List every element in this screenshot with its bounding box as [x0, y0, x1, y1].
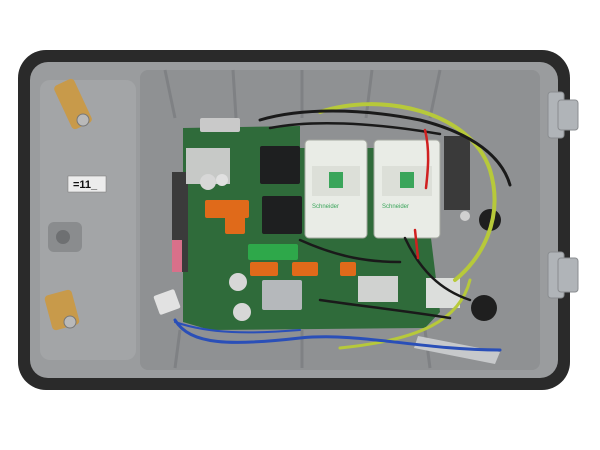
green-connector: [248, 244, 298, 260]
capacitor-4: [216, 174, 228, 186]
capacitor-3: [200, 174, 216, 190]
right-screw: [460, 211, 470, 221]
ferrite-2: [471, 295, 497, 321]
relay-2: [262, 196, 302, 234]
contactor-right: Schneider: [373, 139, 441, 239]
pink-connector: [172, 240, 182, 272]
hinge-bottom: [547, 251, 579, 299]
left-white-connector: [153, 289, 181, 315]
contactor-brand-1: Schneider: [312, 204, 339, 210]
relay-1: [260, 146, 300, 184]
bottom-bracket: [44, 289, 80, 331]
left-panel: [40, 80, 136, 360]
right-terminal-block: [444, 136, 470, 210]
orange-terminals: [205, 200, 356, 276]
left-boss-hole: [56, 230, 70, 244]
contactor-left: Schneider: [304, 139, 368, 239]
hinge-top: [547, 91, 579, 139]
ground-plate: [414, 336, 500, 364]
capacitor-1: [229, 273, 247, 291]
top-bracket: [54, 78, 92, 130]
enclosure-tag: =11_: [73, 179, 98, 191]
wires: [173, 102, 512, 352]
capacitor-2: [233, 303, 251, 321]
pcb-top-metal: [200, 118, 240, 132]
transformer: [262, 280, 302, 310]
lower-terminal-1: [358, 276, 398, 302]
enclosure-tag-plate: [67, 175, 107, 193]
contactor-brand-2: Schneider: [382, 204, 409, 210]
